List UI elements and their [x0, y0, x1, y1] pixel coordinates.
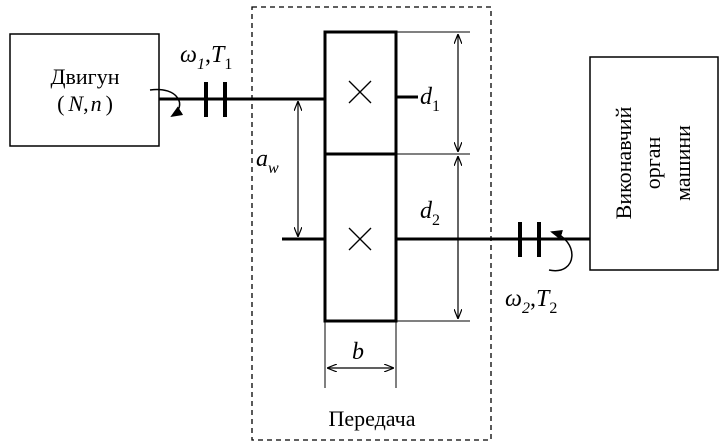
- input-rotation-arrow: [149, 88, 184, 118]
- output-omega-torque: ω2,T2: [505, 286, 557, 317]
- d2-label: d2: [420, 198, 440, 229]
- aw-label: aw: [256, 146, 279, 177]
- motor-title: Двигун: [51, 64, 120, 89]
- machine-line-2: орган: [640, 136, 665, 189]
- transmission-boundary: [251, 6, 492, 441]
- machine-line-1: Виконавчий: [611, 106, 636, 219]
- input-omega-torque: ω1,T1: [180, 42, 232, 73]
- gear-2-cross-b: [348, 227, 372, 251]
- b-label: b: [352, 339, 364, 365]
- gear-1-cross-b: [348, 80, 372, 104]
- machine-line-3: машини: [670, 125, 695, 201]
- machine-box: [589, 56, 719, 271]
- motor-box: [9, 33, 160, 147]
- output-rotation-arrow: [548, 229, 573, 272]
- d1-label: d1: [420, 84, 440, 115]
- transmission-label: Передача: [328, 406, 415, 431]
- gear-2: [323, 152, 398, 323]
- motor-params: (N,n): [57, 91, 113, 116]
